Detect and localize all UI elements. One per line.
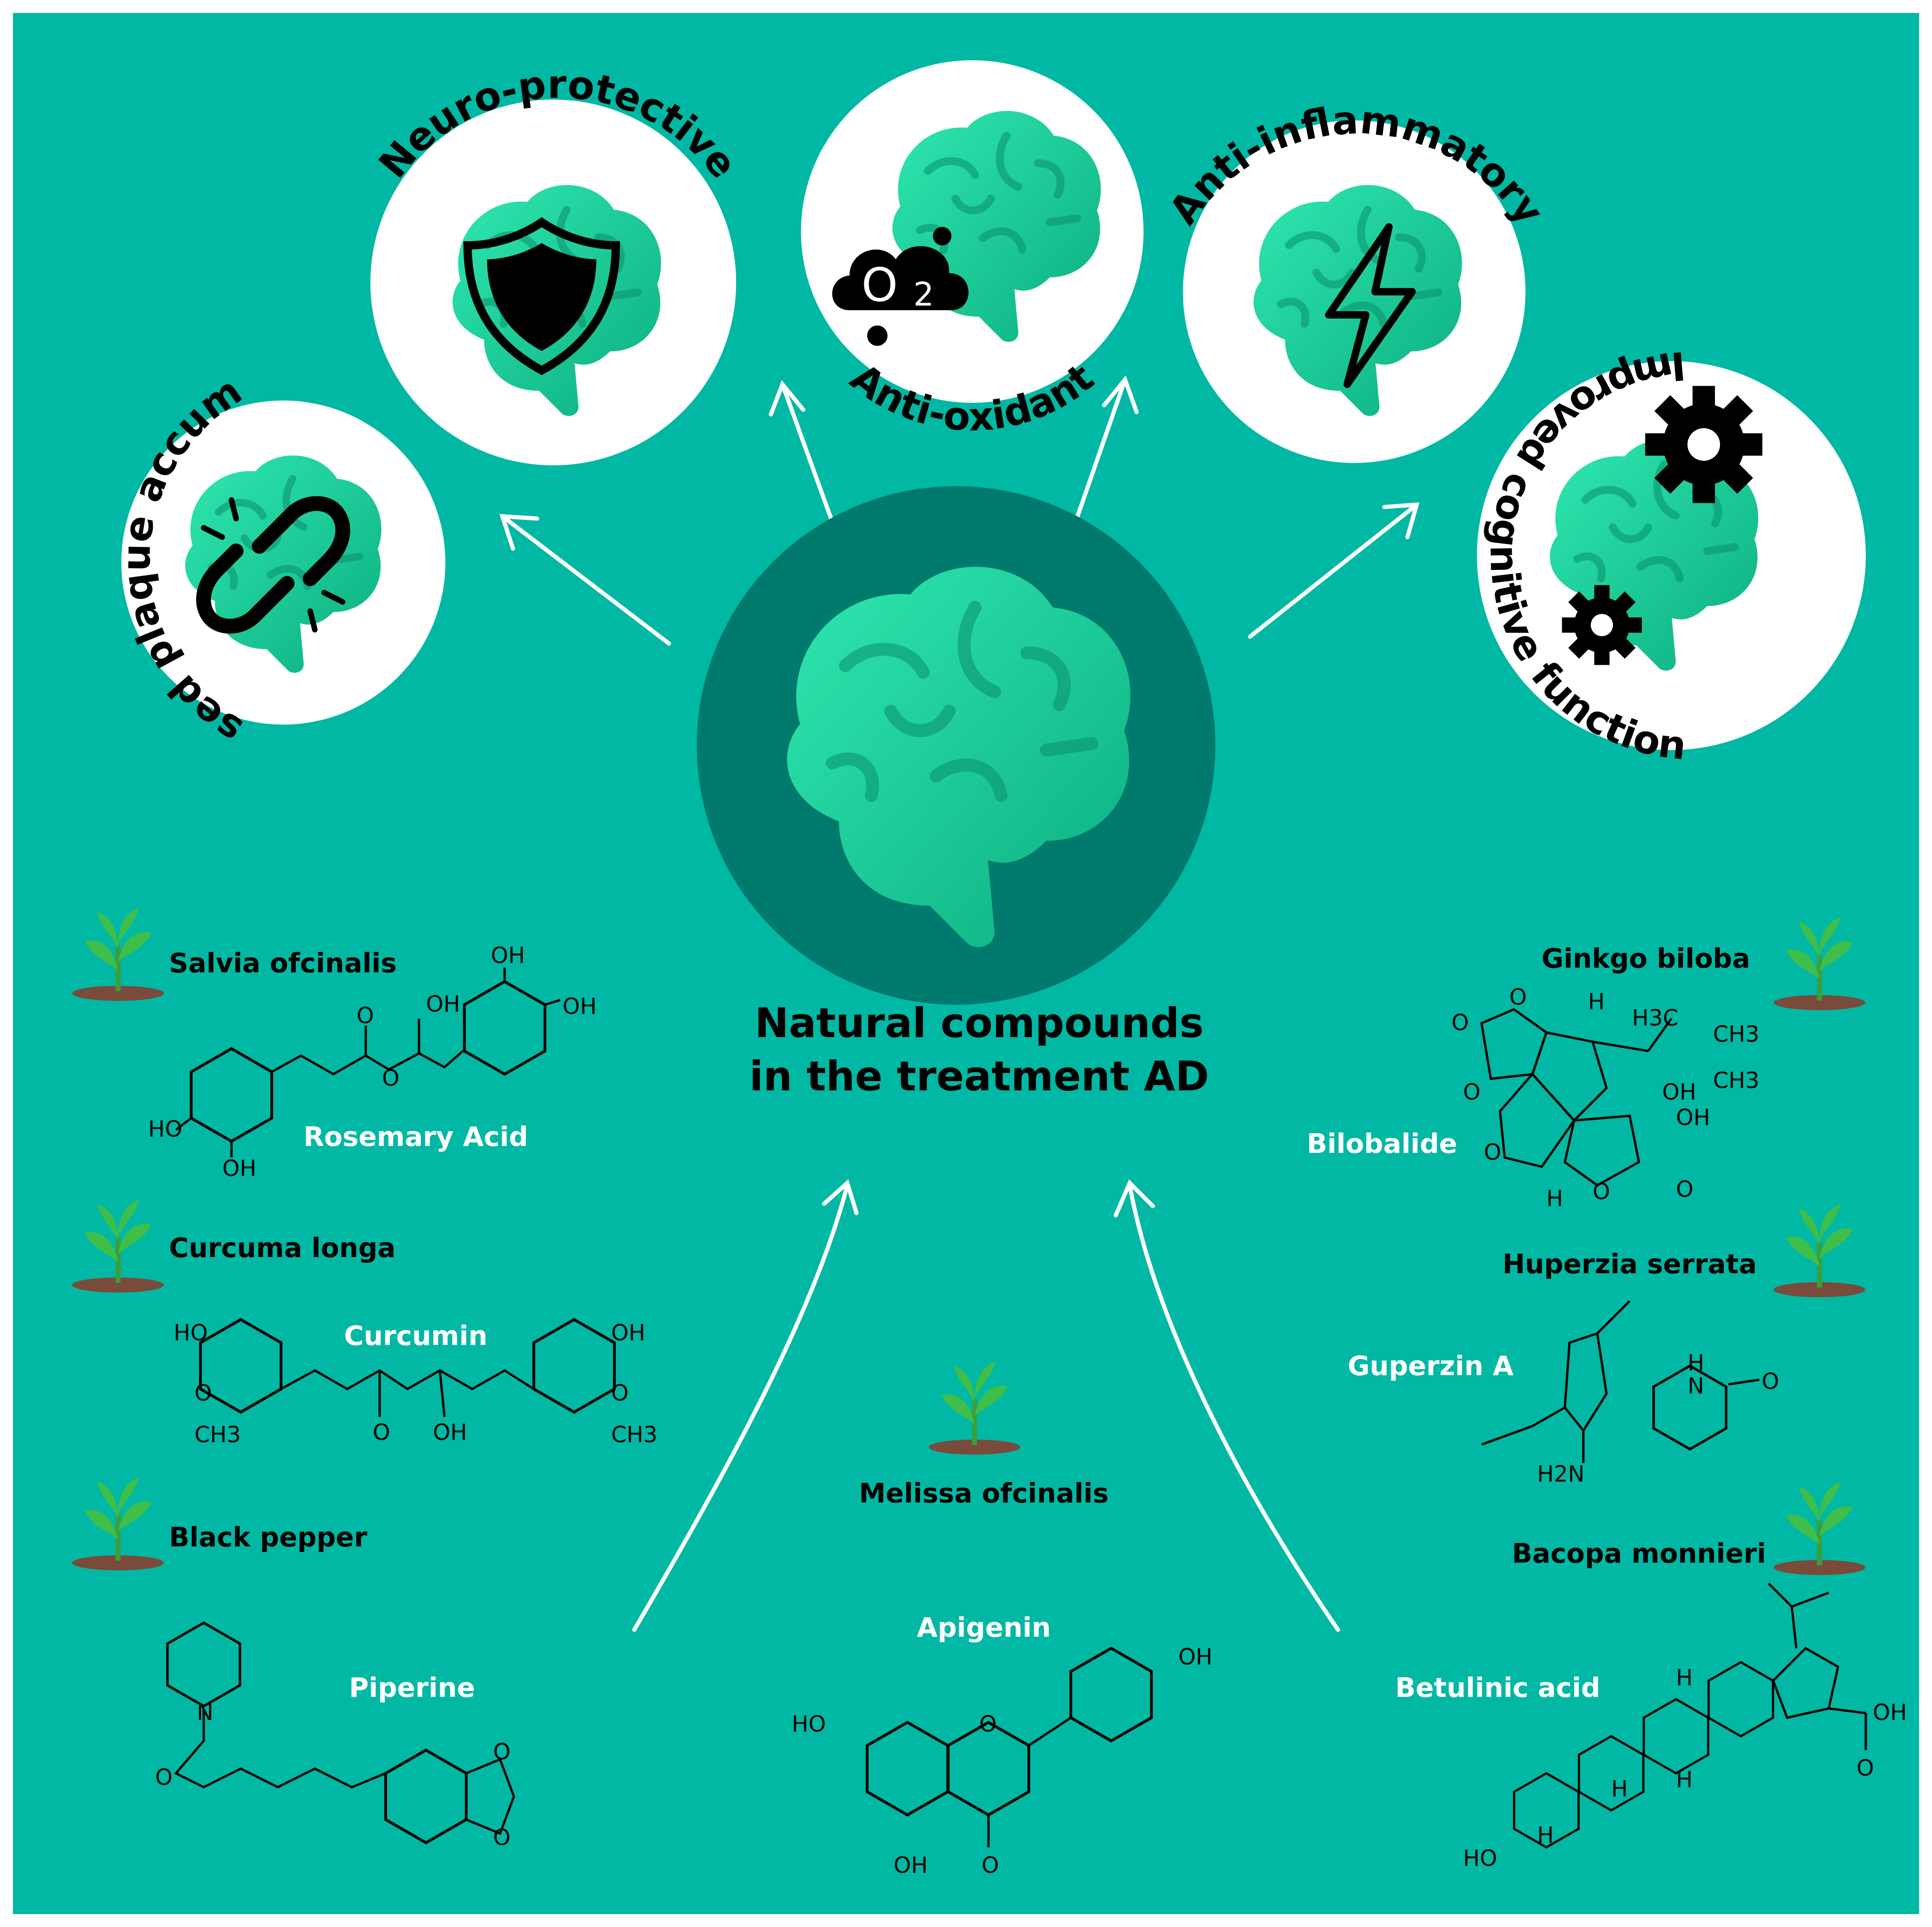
structure-apigenin-labels: HO OH OH O O bbox=[792, 1644, 1213, 1878]
svg-text:O: O bbox=[493, 1825, 511, 1851]
svg-text:O: O bbox=[982, 1852, 999, 1878]
svg-text:H: H bbox=[1537, 1822, 1554, 1848]
structure-curcumin-labels: HO OH O O CH3 CH3 O OH bbox=[174, 1320, 657, 1448]
svg-text:H2N: H2N bbox=[1537, 1461, 1585, 1487]
svg-text:CH3: CH3 bbox=[1713, 1021, 1759, 1047]
shield-icon bbox=[463, 217, 620, 375]
o2-cloud-icon: O 2 bbox=[832, 227, 969, 346]
svg-text:OH: OH bbox=[894, 1852, 928, 1878]
lightning-icon bbox=[1325, 223, 1416, 388]
svg-text:O: O bbox=[194, 1380, 212, 1406]
plant-name-salvia: Salvia ofcinalis bbox=[169, 947, 397, 979]
structure-guperzin bbox=[1481, 1300, 1760, 1463]
svg-text:CH3: CH3 bbox=[611, 1422, 657, 1448]
plant-name-pepper: Black pepper bbox=[169, 1521, 368, 1553]
svg-text:O: O bbox=[155, 1764, 173, 1790]
compound-name-piperine: Piperine bbox=[349, 1672, 475, 1703]
svg-text:HO: HO bbox=[174, 1320, 208, 1346]
main-title: Natural compounds in the treatment AD bbox=[750, 999, 1209, 1100]
svg-text:H: H bbox=[1676, 1665, 1693, 1691]
svg-text:N: N bbox=[1688, 1373, 1704, 1399]
svg-text:H: H bbox=[1588, 989, 1605, 1015]
compound-name-apigenin: Apigenin bbox=[917, 1612, 1051, 1643]
compound-name-rosemary: Rosemary Acid bbox=[303, 1121, 528, 1152]
svg-text:H: H bbox=[1611, 1776, 1628, 1802]
svg-text:OH: OH bbox=[491, 943, 525, 969]
svg-text:2: 2 bbox=[913, 275, 934, 313]
structure-betulinic-labels: OH O HO H H H H bbox=[1463, 1665, 1907, 1871]
svg-text:H: H bbox=[1688, 1350, 1704, 1376]
structure-bilobalide bbox=[1480, 1008, 1673, 1187]
plant-name-ginkgo: Ginkgo biloba bbox=[1542, 943, 1751, 974]
svg-text:O: O bbox=[382, 1065, 400, 1091]
svg-text:CH3: CH3 bbox=[194, 1422, 241, 1448]
effect-cognitive: Improved cognitive function bbox=[1477, 343, 1866, 769]
structure-piperine-labels: N O O O bbox=[155, 1700, 511, 1851]
effect-arrows bbox=[499, 375, 1420, 646]
svg-text:O: O bbox=[356, 1003, 374, 1029]
gear-icon-small bbox=[1562, 585, 1642, 665]
structure-guperzin-labels: H N O H2N bbox=[1537, 1350, 1779, 1487]
svg-text:O: O bbox=[1857, 1755, 1874, 1781]
compound-name-betulinic: Betulinic acid bbox=[1395, 1672, 1601, 1703]
structure-betulinic bbox=[1514, 1583, 1867, 1847]
svg-text:HO: HO bbox=[148, 1116, 182, 1142]
plant-name-melissa: Melissa ofcinalis bbox=[859, 1477, 1108, 1509]
svg-text:HO: HO bbox=[1463, 1846, 1497, 1871]
svg-text:Natural compounds: Natural compounds bbox=[755, 999, 1204, 1047]
svg-text:O: O bbox=[1451, 1010, 1469, 1036]
svg-text:O: O bbox=[1676, 1176, 1694, 1202]
svg-text:O: O bbox=[1484, 1139, 1501, 1165]
structure-apigenin bbox=[867, 1648, 1151, 1847]
svg-text:OH: OH bbox=[1662, 1079, 1696, 1105]
svg-text:H: H bbox=[1676, 1767, 1693, 1793]
svg-text:in the treatment AD: in the treatment AD bbox=[750, 1052, 1209, 1100]
svg-text:OH: OH bbox=[1676, 1105, 1710, 1131]
svg-text:H3C: H3C bbox=[1632, 1005, 1678, 1031]
structure-rosemary-labels: HO OH OH OH OH O O bbox=[148, 943, 597, 1182]
svg-text:O: O bbox=[862, 258, 898, 312]
svg-text:OH: OH bbox=[563, 994, 597, 1020]
svg-text:HO: HO bbox=[792, 1711, 826, 1737]
svg-text:O: O bbox=[979, 1711, 997, 1737]
svg-text:H: H bbox=[1546, 1186, 1563, 1212]
svg-text:O: O bbox=[493, 1739, 511, 1765]
structure-bilobalide-labels: O O H H3C CH3 CH3 OH OH O O H O O bbox=[1451, 984, 1759, 1212]
svg-text:OH: OH bbox=[222, 1156, 256, 1182]
svg-text:OH: OH bbox=[611, 1320, 645, 1346]
compound-name-guperzin: Guperzin A bbox=[1348, 1350, 1513, 1382]
svg-text:O: O bbox=[1463, 1079, 1481, 1105]
effect-oxidant: O 2 Anti-oxidant bbox=[801, 60, 1144, 440]
structure-curcumin bbox=[200, 1320, 614, 1417]
plant-name-bacopa: Bacopa monnieri bbox=[1512, 1538, 1766, 1569]
svg-text:O: O bbox=[1762, 1369, 1779, 1395]
svg-text:OH: OH bbox=[433, 1420, 467, 1445]
structure-piperine bbox=[168, 1623, 515, 1843]
structure-rosemary-acid bbox=[175, 968, 561, 1157]
svg-text:O: O bbox=[1593, 1179, 1610, 1205]
plant-name-huperzia: Huperzia serrata bbox=[1502, 1248, 1757, 1280]
plant-name-curcuma: Curcuma longa bbox=[169, 1232, 396, 1264]
compound-name-curcumin: Curcumin bbox=[344, 1320, 488, 1351]
svg-text:N: N bbox=[197, 1700, 213, 1726]
svg-text:OH: OH bbox=[1178, 1644, 1213, 1670]
svg-text:O: O bbox=[1509, 984, 1527, 1010]
svg-text:OH: OH bbox=[426, 991, 460, 1017]
gear-icon-large bbox=[1645, 386, 1763, 503]
svg-text:O: O bbox=[373, 1420, 390, 1445]
compound-name-bilobalide: Bilobalide bbox=[1307, 1128, 1457, 1159]
svg-text:OH: OH bbox=[1873, 1700, 1907, 1726]
compound-arrows bbox=[632, 1179, 1340, 1632]
broken-chain-icon bbox=[196, 496, 350, 634]
svg-text:O: O bbox=[611, 1380, 629, 1406]
svg-text:CH3: CH3 bbox=[1713, 1068, 1759, 1094]
effect-neuro: Neuro-protective bbox=[370, 62, 746, 465]
